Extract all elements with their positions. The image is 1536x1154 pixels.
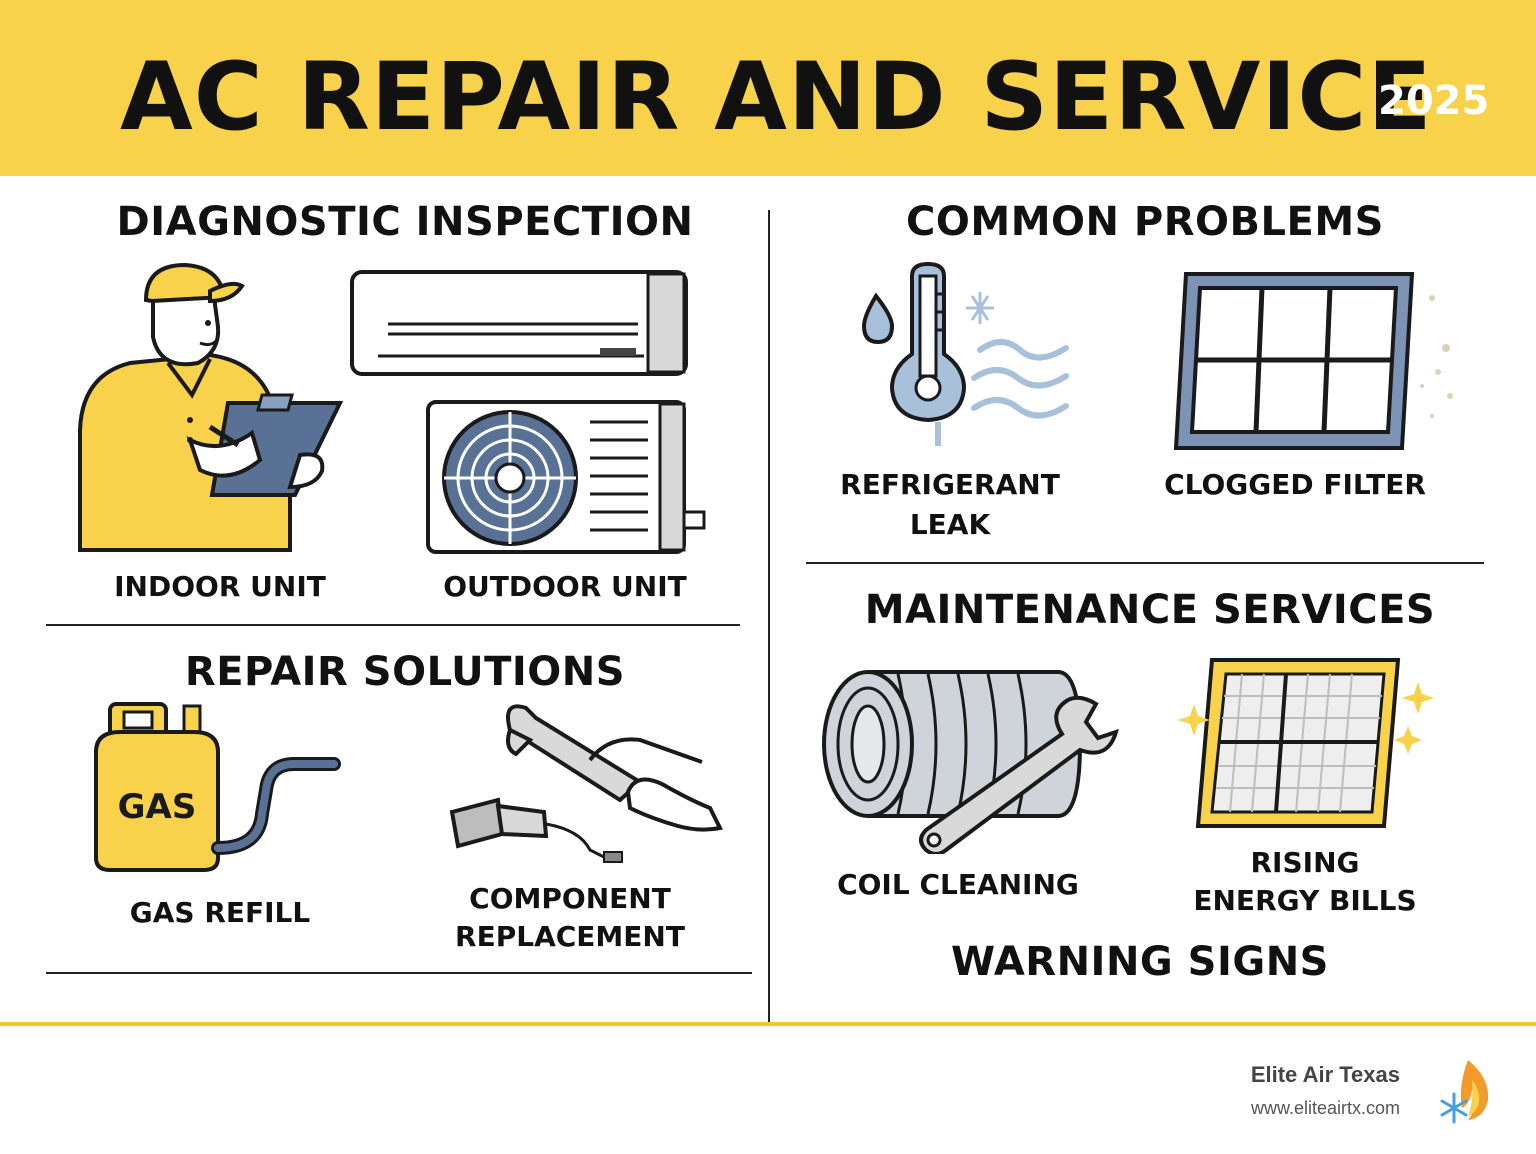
footer-rule <box>0 1022 1536 1026</box>
vertical-divider <box>768 210 770 1022</box>
right-divider <box>806 562 1484 564</box>
left-divider-top <box>46 624 740 626</box>
indoor-ac-unit-icon <box>350 270 688 376</box>
air-filter-icon <box>1173 272 1453 450</box>
technician-clipboard-icon <box>78 262 344 552</box>
company-name: Elite Air Texas <box>1250 1062 1400 1087</box>
label-rising-line1: RISING <box>1250 846 1360 879</box>
header-banner: AC REPAIR AND SERVICE 2025 <box>0 0 1536 176</box>
gas-tank-icon: GAS <box>94 702 341 872</box>
wrench-hand-icon <box>449 704 723 864</box>
tank-text: GAS <box>118 787 197 827</box>
label-component-line2: REPLACEMENT <box>455 920 685 953</box>
thermometer-leak-icon <box>861 261 1069 446</box>
outdoor-ac-unit-icon <box>426 400 706 554</box>
label-indoor-unit: INDOOR UNIT <box>114 570 326 603</box>
label-gas-refill: GAS REFILL <box>129 896 311 929</box>
section-title-repair: REPAIR SOLUTIONS <box>184 649 626 695</box>
section-title-maintenance: MAINTENANCE SERVICES <box>864 587 1436 633</box>
section-title-diagnostic: DIAGNOSTIC INSPECTION <box>116 199 694 245</box>
section-title-warning: WARNING SIGNS <box>951 939 1329 985</box>
label-coil-cleaning: COIL CLEANING <box>837 868 1079 901</box>
label-component-line1: COMPONENT <box>469 882 671 915</box>
year-badge: 2025 <box>1378 78 1490 124</box>
label-refrigerant-line1: REFRIGERANT <box>840 468 1060 501</box>
flame-snowflake-logo-icon <box>1440 1060 1489 1124</box>
sparkling-filter-icon <box>1178 658 1434 828</box>
section-title-problems: COMMON PROBLEMS <box>906 199 1384 245</box>
page-title: AC REPAIR AND SERVICE <box>120 43 1433 152</box>
label-outdoor-unit: OUTDOOR UNIT <box>443 570 687 603</box>
coil-wrench-icon <box>822 670 1119 854</box>
left-divider-bottom <box>46 972 752 974</box>
company-url[interactable]: www.eliteairtx.com <box>1250 1098 1400 1118</box>
label-rising-line2: ENERGY BILLS <box>1193 884 1417 917</box>
label-clogged-filter: CLOGGED FILTER <box>1164 468 1426 501</box>
label-refrigerant-line2: LEAK <box>909 508 991 541</box>
